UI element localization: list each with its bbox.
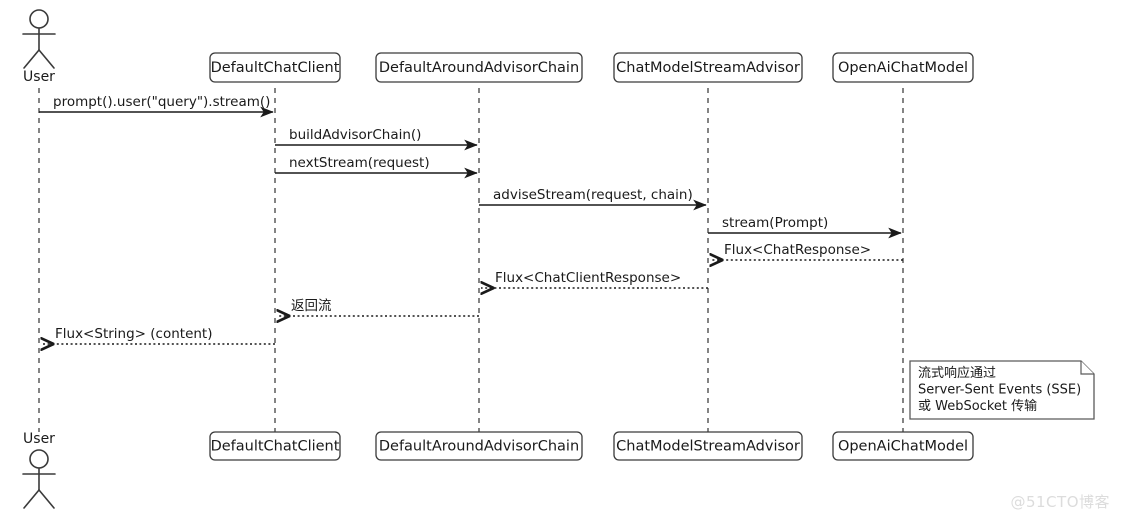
actor-leg-right-bottom (38, 489, 55, 509)
participant-label: DefaultAroundAdvisorChain (379, 439, 579, 455)
message-label: Flux<ChatClientResponse> (495, 270, 681, 286)
message-label: stream(Prompt) (722, 215, 828, 231)
actor-leg-right-top (38, 49, 55, 69)
participant-label: DefaultChatClient (211, 60, 340, 76)
participant-label: ChatModelStreamAdvisor (616, 439, 800, 455)
participant-advisorchain-top[interactable]: DefaultAroundAdvisorChain (375, 52, 583, 83)
participant-box (832, 431, 974, 461)
actor-head-top (29, 9, 49, 29)
participant-box (832, 52, 974, 83)
participant-box (613, 431, 803, 461)
message-9: Flux<String> (content) (41, 326, 275, 344)
participant-label: ChatModelStreamAdvisor (616, 60, 800, 76)
messages-layer: prompt().user("query").stream() buildAdvi… (39, 94, 903, 344)
message-2: buildAdvisorChain() (275, 127, 478, 151)
participant-chatclient-bottom[interactable]: DefaultChatClient (209, 431, 341, 461)
actor-leg-left-top (23, 49, 40, 69)
participant-openai-bottom[interactable]: OpenAiChatModel (832, 431, 974, 461)
note-layer: 流式响应通过 Server-Sent Events (SSE)或 WebSocke… (909, 360, 1095, 420)
participants-layer: DefaultChatClientDefaultChatClientDefaul… (209, 52, 974, 461)
message-3: nextStream(request) (275, 155, 478, 179)
participant-box (375, 52, 583, 83)
actor-label-top: User (23, 69, 55, 85)
message-label: Flux<ChatResponse> (724, 242, 871, 258)
message-label: Flux<String> (content) (55, 326, 213, 342)
message-label: buildAdvisorChain() (289, 127, 421, 143)
note-body (909, 360, 1095, 420)
participant-chatclient-top[interactable]: DefaultChatClient (209, 52, 341, 83)
message-5: stream(Prompt) (708, 215, 902, 239)
message-6: Flux<ChatResponse> (710, 242, 903, 260)
participant-box (613, 52, 803, 83)
note-fold-corner (1080, 361, 1094, 375)
watermark: @51CTO博客 (1010, 493, 1110, 511)
actor-leg-left-bottom (23, 489, 40, 509)
note-line-2: Server-Sent Events (SSE) (918, 383, 1081, 398)
participant-box (209, 431, 341, 461)
message-7: Flux<ChatClientResponse> (481, 270, 708, 288)
message-1: prompt().user("query").stream() (39, 94, 274, 118)
actor-head-bottom (29, 449, 49, 469)
participant-label: OpenAiChatModel (838, 60, 968, 76)
message-label: nextStream(request) (289, 155, 430, 171)
message-4: adviseStream(request, chain) (479, 187, 707, 211)
participant-streamadvisor-bottom[interactable]: ChatModelStreamAdvisor (613, 431, 803, 461)
message-8: 返回流 (277, 298, 479, 316)
participant-box (375, 431, 583, 461)
message-label: prompt().user("query").stream() (53, 94, 270, 110)
message-label: adviseStream(request, chain) (493, 187, 693, 203)
participant-label: OpenAiChatModel (838, 439, 968, 455)
actor-label-bottom: User (23, 431, 55, 447)
participant-advisorchain-bottom[interactable]: DefaultAroundAdvisorChain (375, 431, 583, 461)
participant-label: DefaultAroundAdvisorChain (379, 60, 579, 76)
note-box: 流式响应通过 Server-Sent Events (SSE)或 WebSocke… (909, 360, 1095, 420)
note-line-1: 流式响应通过 (918, 365, 996, 381)
participant-box (209, 52, 341, 83)
participant-streamadvisor-top[interactable]: ChatModelStreamAdvisor (613, 52, 803, 83)
participant-openai-top[interactable]: OpenAiChatModel (832, 52, 974, 83)
participant-label: DefaultChatClient (211, 439, 340, 455)
note-line-3: 或 WebSocket 传输 (918, 398, 1037, 414)
message-label: 返回流 (291, 298, 332, 314)
